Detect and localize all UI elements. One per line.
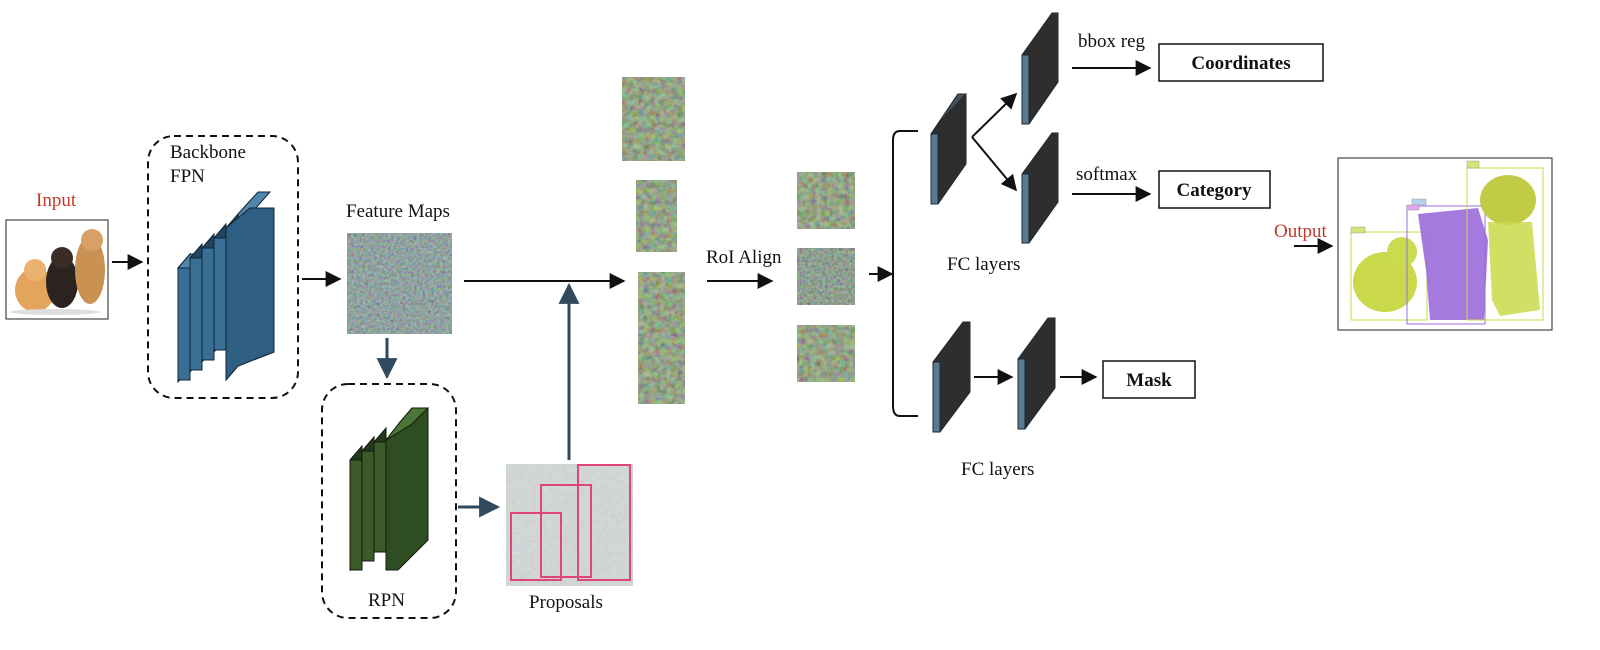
heads-bracket: [892, 130, 918, 417]
roi-crop-bottom: [638, 272, 685, 404]
category-box: [1158, 170, 1271, 209]
fc-layer-upper-1: [930, 93, 968, 205]
proposals-image: [506, 464, 633, 586]
bbox-reg-label: bbox reg: [1078, 31, 1146, 52]
backbone-label: Backbone: [170, 142, 246, 163]
coordinates-box: [1158, 43, 1324, 82]
roi-align-label: RoI Align: [706, 247, 782, 268]
coordinates-label: Coordinates: [1191, 53, 1290, 74]
aligned-crop-1: [797, 172, 855, 229]
rpn-layers: [349, 407, 430, 572]
input-image: [5, 219, 109, 320]
output-image: [1337, 157, 1553, 331]
aligned-crop-2: [797, 248, 855, 305]
backbone-layers: [176, 191, 275, 384]
softmax-label: softmax: [1076, 164, 1138, 185]
roi-crop-top: [622, 77, 685, 161]
rpn-label: RPN: [368, 590, 405, 611]
output-label: Output: [1274, 221, 1328, 242]
arrow-fc-bbox: [971, 92, 1018, 138]
feature-maps-label: Feature Maps: [346, 201, 450, 222]
fc-layer-mask-1: [932, 321, 971, 433]
fpn-label: FPN: [170, 166, 205, 187]
fc-layer-class: [1021, 132, 1059, 244]
mask-label: Mask: [1126, 370, 1172, 391]
roi-crop-middle: [636, 180, 677, 252]
fc-layer-mask-2: [1017, 317, 1056, 430]
mask-box: [1102, 360, 1196, 399]
fc-layers-top-label: FC layers: [947, 254, 1020, 275]
aligned-crop-3: [797, 325, 855, 382]
rpn-box: [321, 383, 457, 619]
proposal-box-2: [540, 484, 592, 578]
input-label: Input: [36, 190, 77, 211]
proposal-box-1: [510, 512, 562, 581]
proposals-label: Proposals: [529, 592, 603, 613]
fc-layer-bbox: [1021, 12, 1059, 125]
backbone-box: [147, 135, 299, 399]
category-label: Category: [1177, 180, 1252, 201]
proposal-box-3: [577, 464, 631, 581]
feature-maps-image: [347, 233, 452, 334]
fc-layers-bottom-label: FC layers: [961, 459, 1034, 480]
arrow-fc-class: [971, 136, 1018, 192]
